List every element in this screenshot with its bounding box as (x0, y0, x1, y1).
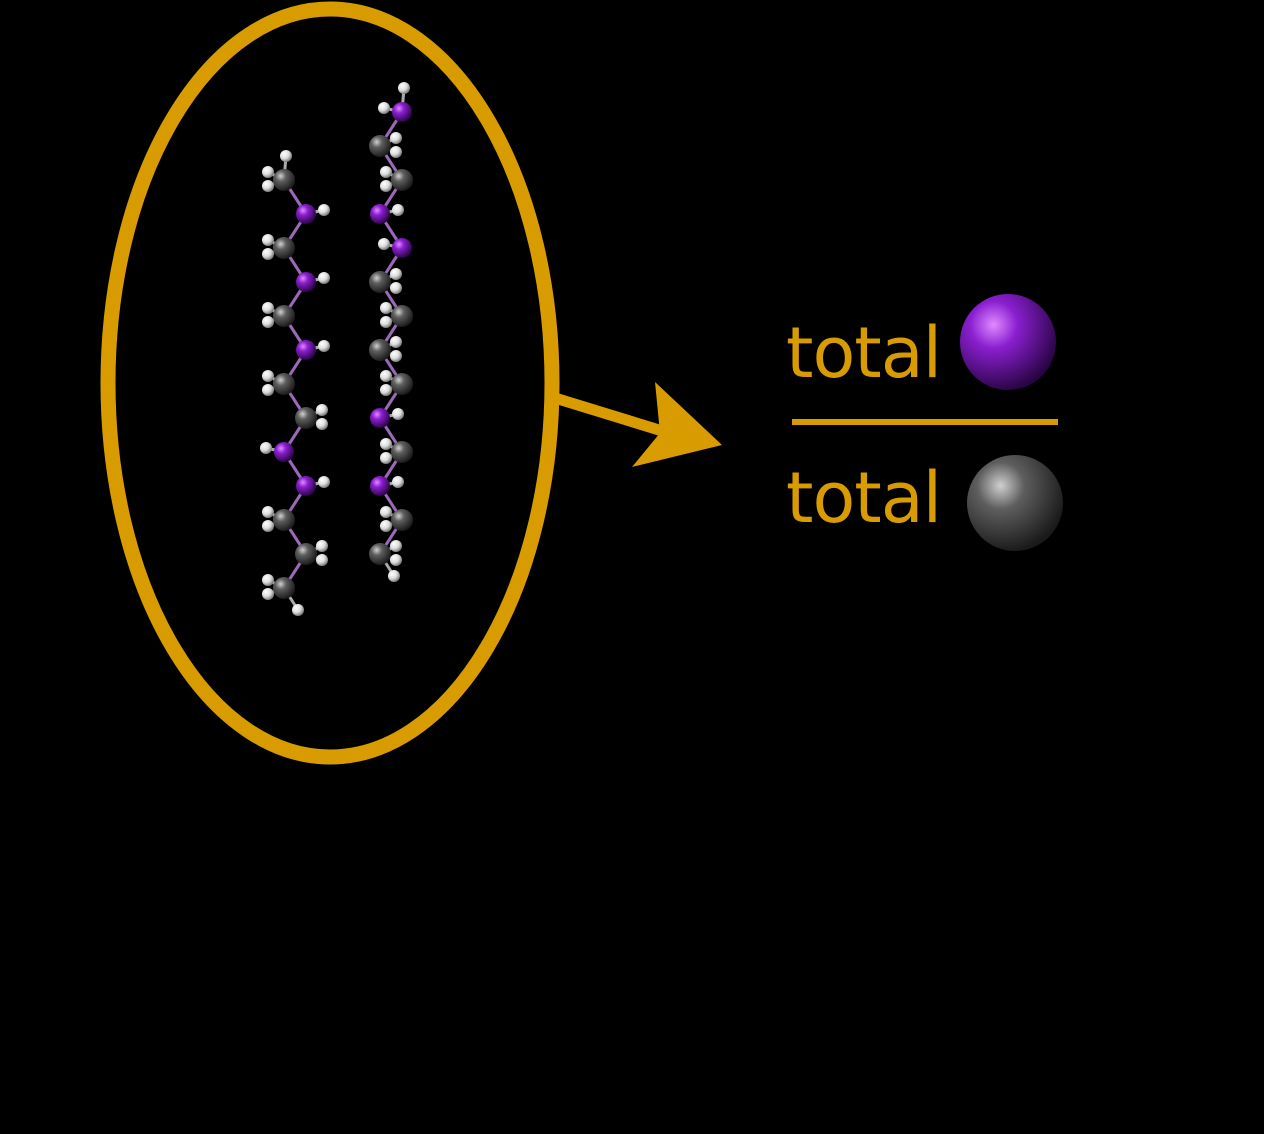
hydrogen-atom (380, 316, 392, 328)
hydrogen-atom (390, 350, 402, 362)
gray-atom (273, 237, 295, 259)
gray-atom (391, 169, 413, 191)
hydrogen-atom (318, 476, 330, 488)
hydrogen-atom (390, 554, 402, 566)
molecule-chains (260, 82, 413, 616)
purple-atom (274, 442, 294, 462)
hydrogen-atom (316, 554, 328, 566)
hydrogen-atom (316, 418, 328, 430)
gray-atom (273, 169, 295, 191)
hydrogen-atom (380, 384, 392, 396)
hydrogen-atom (388, 570, 400, 582)
purple-atom (296, 272, 316, 292)
selection-ellipse (100, 1, 560, 765)
hydrogen-atom (262, 520, 274, 532)
hydrogen-atom (392, 408, 404, 420)
hydrogen-atom (262, 302, 274, 314)
hydrogen-atom (316, 404, 328, 416)
hydrogen-atom (378, 238, 390, 250)
purple-atom (296, 340, 316, 360)
gray-atom (369, 135, 391, 157)
numerator-label: total (786, 312, 941, 394)
purple-atom (370, 476, 390, 496)
hydrogen-atom (292, 604, 304, 616)
hydrogen-atom (262, 180, 274, 192)
gray-atom (295, 407, 317, 429)
hydrogen-atom (262, 248, 274, 260)
hydrogen-atom (262, 384, 274, 396)
hydrogen-atom (380, 452, 392, 464)
gray-atom (273, 373, 295, 395)
gray-atom (391, 373, 413, 395)
hydrogen-atom (262, 506, 274, 518)
arrow-icon (549, 382, 722, 467)
hydrogen-atom (262, 574, 274, 586)
hydrogen-atom (380, 520, 392, 532)
purple-atom (296, 204, 316, 224)
hydrogen-atom (390, 540, 402, 552)
hydrogen-atom (280, 150, 292, 162)
gray-atom-icon (967, 455, 1063, 551)
hydrogen-atom (392, 204, 404, 216)
hydrogen-atom (392, 476, 404, 488)
gray-atom (369, 339, 391, 361)
hydrogen-atom (260, 442, 272, 454)
hydrogen-atom (380, 370, 392, 382)
hydrogen-atom (380, 180, 392, 192)
hydrogen-atom (316, 540, 328, 552)
hydrogen-atom (262, 234, 274, 246)
hydrogen-atom (318, 340, 330, 352)
denominator-label: total (786, 457, 941, 539)
hydrogen-atom (390, 132, 402, 144)
purple-atom (392, 102, 412, 122)
purple-atom (296, 476, 316, 496)
hydrogen-atom (398, 82, 410, 94)
purple-atom (392, 238, 412, 258)
hydrogen-atom (380, 302, 392, 314)
hydrogen-atom (390, 282, 402, 294)
gray-atom (369, 271, 391, 293)
hydrogen-atom (318, 272, 330, 284)
purple-atom-icon (960, 294, 1056, 390)
gray-atom (391, 441, 413, 463)
gray-atom (273, 305, 295, 327)
hydrogen-atom (390, 268, 402, 280)
gray-atom (273, 577, 295, 599)
hydrogen-atom (378, 102, 390, 114)
hydrogen-atom (262, 588, 274, 600)
hydrogen-atom (390, 336, 402, 348)
hydrogen-atom (262, 316, 274, 328)
gray-atom (295, 543, 317, 565)
gray-atom (391, 509, 413, 531)
gray-atom (391, 305, 413, 327)
hydrogen-atom (380, 506, 392, 518)
gray-atom (369, 543, 391, 565)
hydrogen-atom (380, 166, 392, 178)
purple-atom (370, 204, 390, 224)
hydrogen-atom (380, 438, 392, 450)
hydrogen-atom (318, 204, 330, 216)
hydrogen-atom (390, 146, 402, 158)
purple-atom (370, 408, 390, 428)
hydrogen-atom (262, 166, 274, 178)
hydrogen-atom (262, 370, 274, 382)
gray-atom (273, 509, 295, 531)
